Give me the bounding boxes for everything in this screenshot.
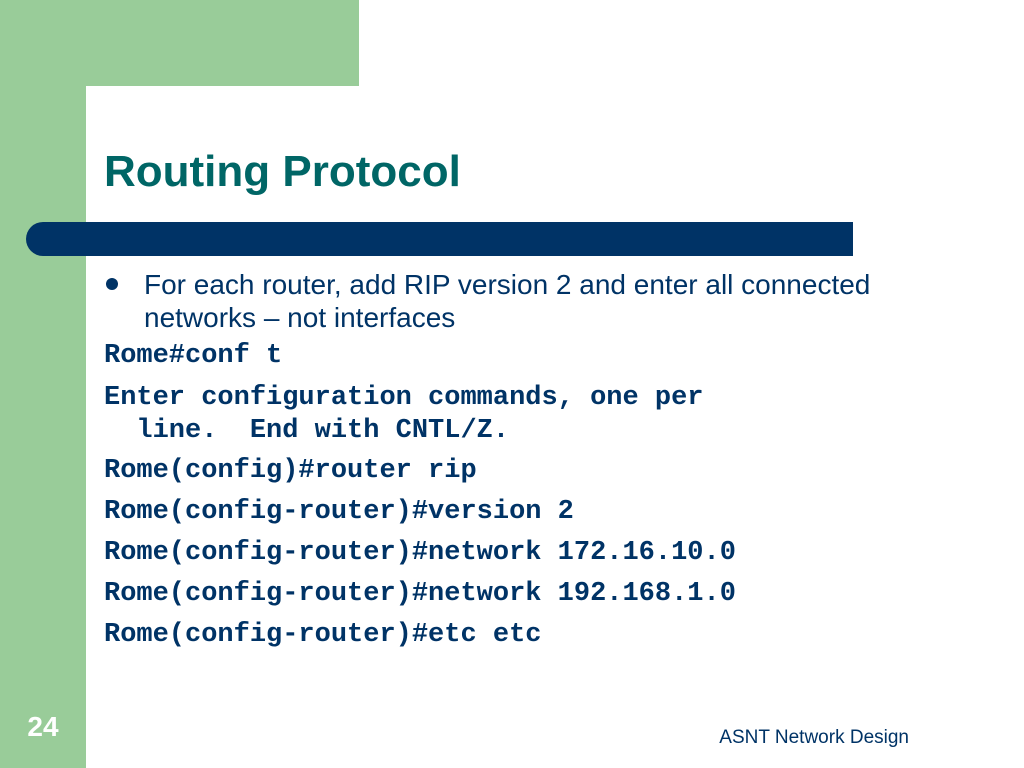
sidebar-band <box>0 0 86 768</box>
slide-number: 24 <box>27 711 59 742</box>
footer-text: ASNT Network Design <box>719 727 909 748</box>
bullet-dot-icon <box>106 278 118 290</box>
code-line: Rome(config)#router rip <box>104 456 477 486</box>
content-corner <box>86 86 166 166</box>
slide-title: Routing Protocol <box>104 147 461 196</box>
code-line: Rome(config-router)#version 2 <box>104 497 574 527</box>
code-line: Enter configuration commands, one per li… <box>104 383 704 446</box>
title-underline-bar <box>26 222 853 256</box>
bullet-item: For each router, add RIP version 2 and e… <box>104 268 894 334</box>
top-band <box>86 0 359 86</box>
code-line: Rome(config-router)#network 192.168.1.0 <box>104 579 736 609</box>
code-line: Rome(config-router)#etc etc <box>104 620 542 650</box>
code-line: Rome(config-router)#network 172.16.10.0 <box>104 538 736 568</box>
code-line: Rome#conf t <box>104 341 283 371</box>
bullet-text: For each router, add RIP version 2 and e… <box>144 269 871 333</box>
